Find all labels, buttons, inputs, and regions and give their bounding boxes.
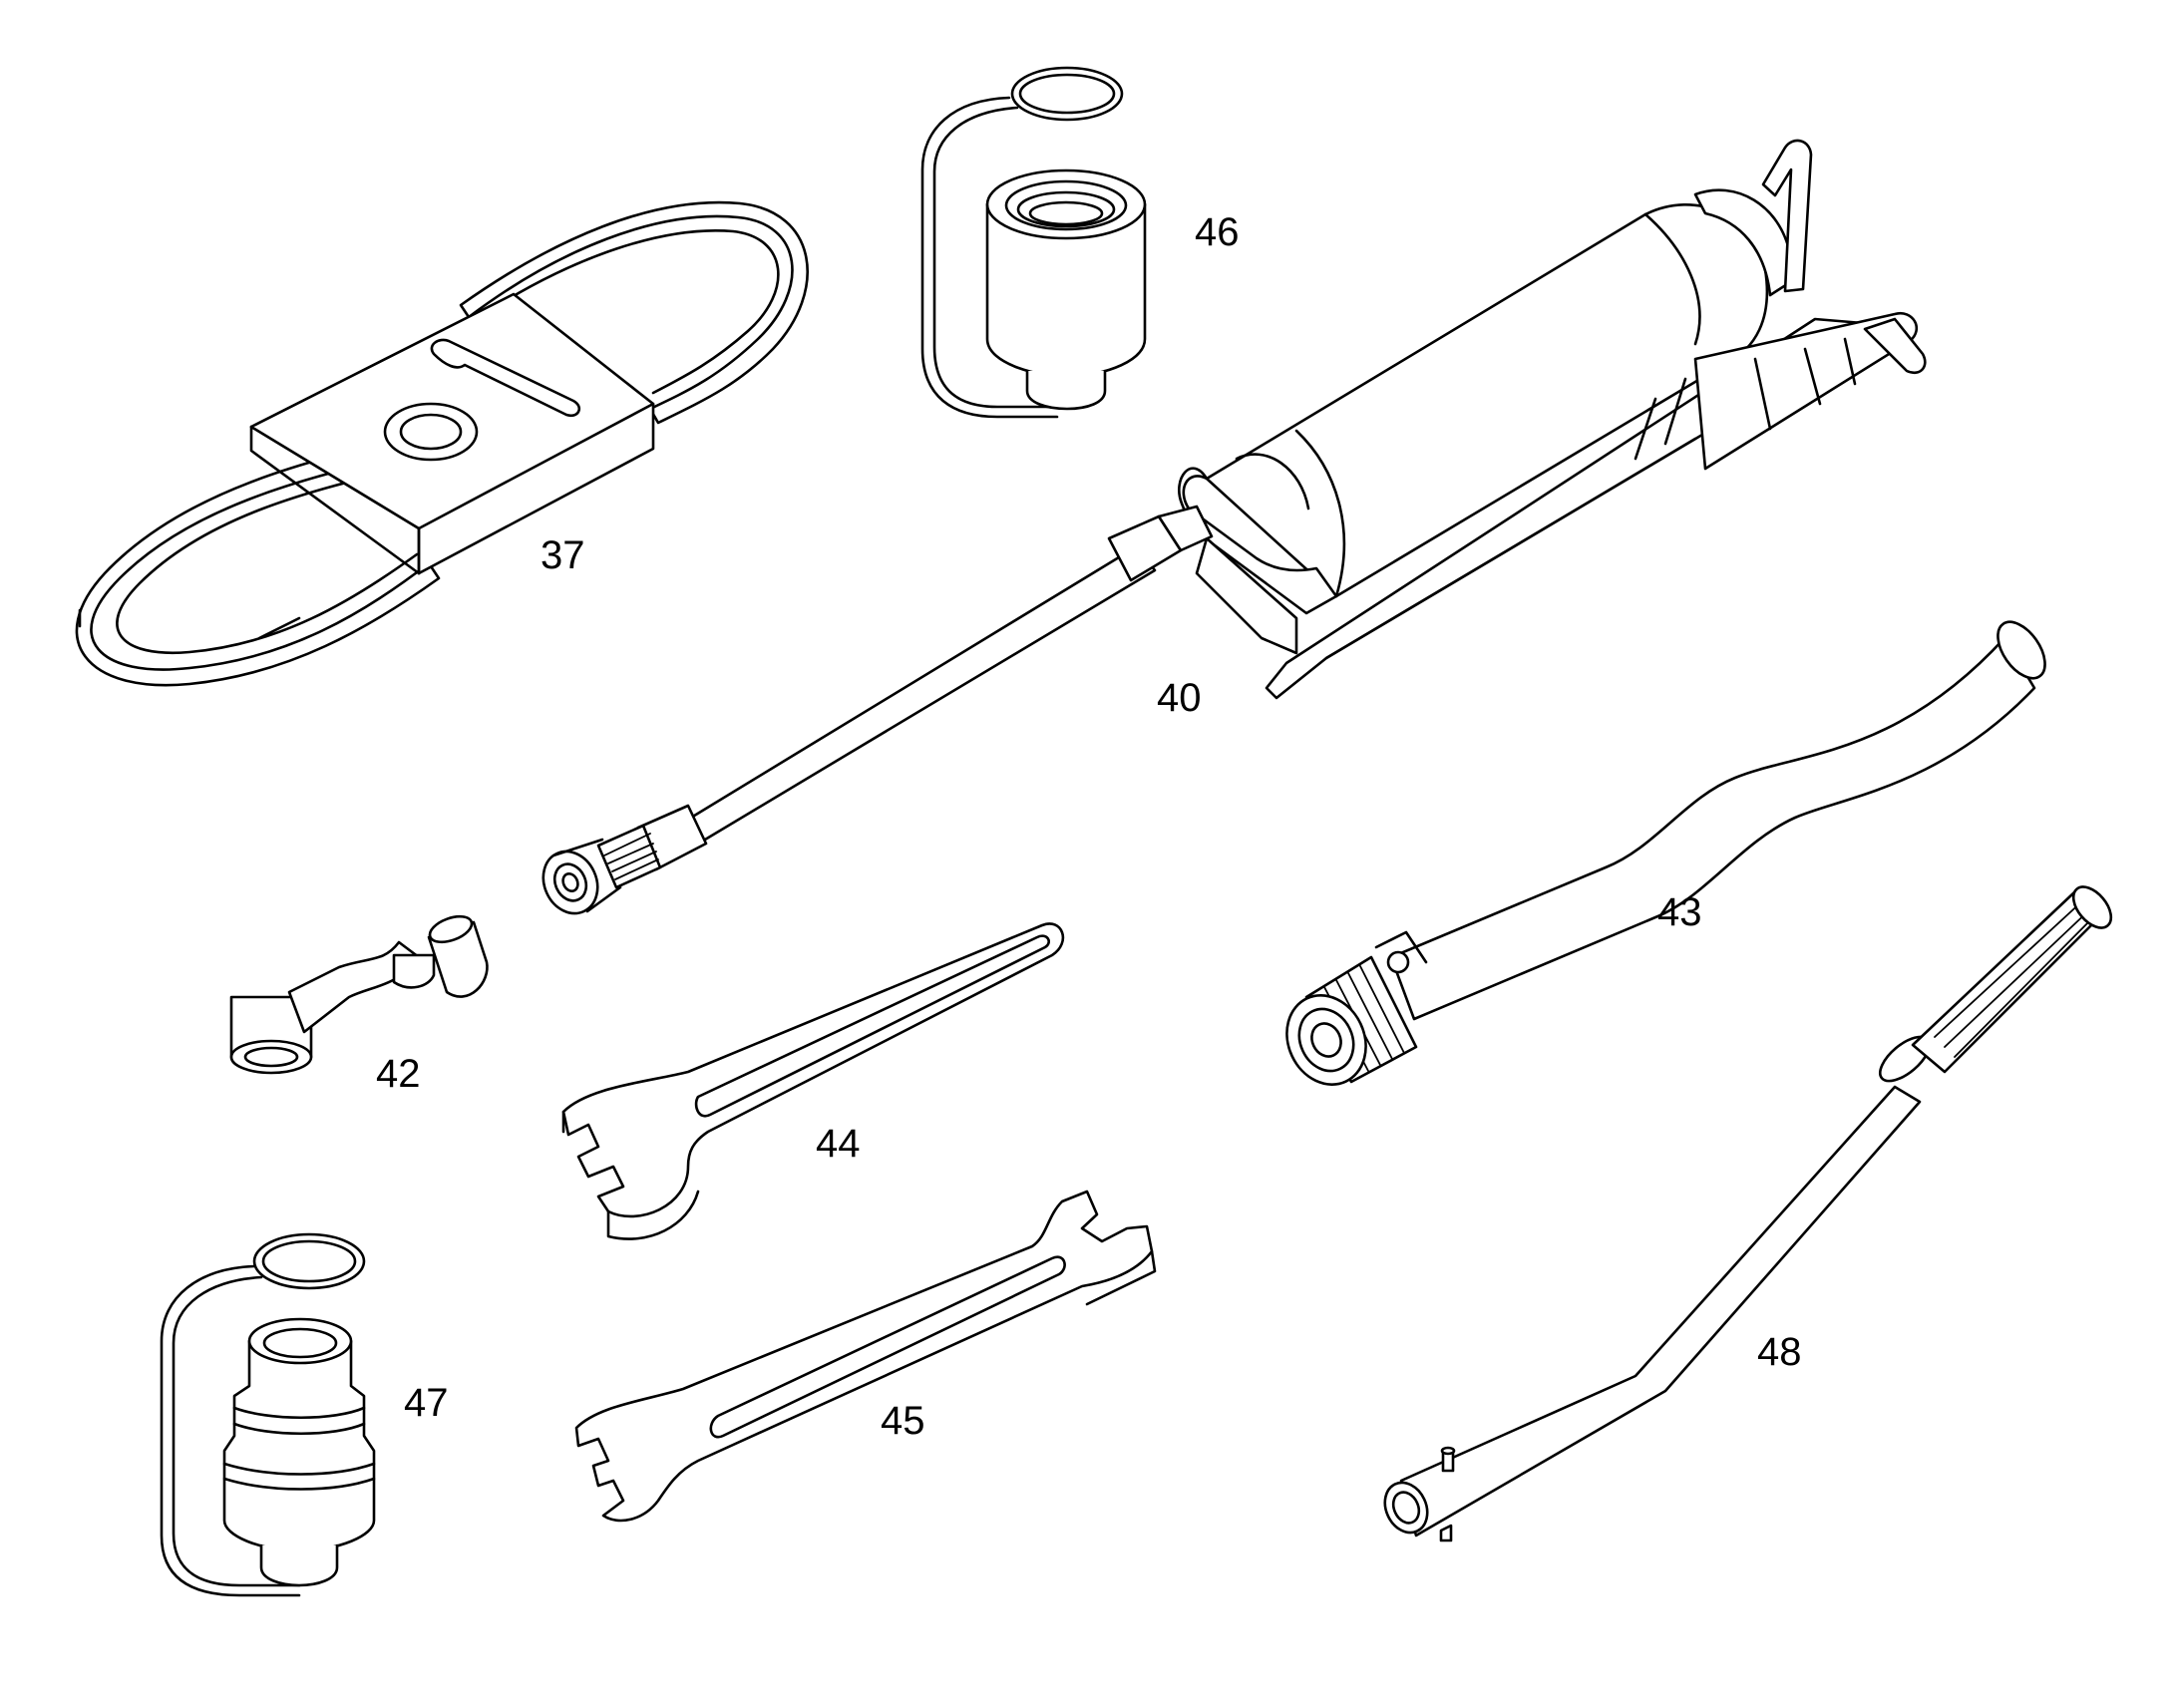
- part-42-angled-adapter: [229, 914, 489, 1075]
- callout-42: 42: [376, 1052, 421, 1096]
- part-43-extension-handle: [1285, 620, 2046, 1086]
- callout-40: 40: [1157, 676, 1202, 720]
- part-48-bent-rod-handle: [1383, 885, 2113, 1542]
- part-44-wrench: [561, 922, 1065, 1240]
- part-47-threaded-plug-with-strap: [160, 1232, 376, 1597]
- callout-47: 47: [404, 1381, 449, 1425]
- callout-46: 46: [1195, 210, 1240, 254]
- part-37-belt: [75, 200, 809, 687]
- callout-48: 48: [1757, 1330, 1802, 1374]
- callout-44: 44: [816, 1122, 861, 1166]
- part-45-wrench: [574, 1190, 1157, 1523]
- callout-43: 43: [1657, 890, 1702, 934]
- part-40-grease-gun: [542, 139, 1927, 915]
- callout-45: 45: [881, 1399, 925, 1443]
- part-46-cap-with-strap: [920, 66, 1147, 419]
- callout-37: 37: [541, 533, 585, 577]
